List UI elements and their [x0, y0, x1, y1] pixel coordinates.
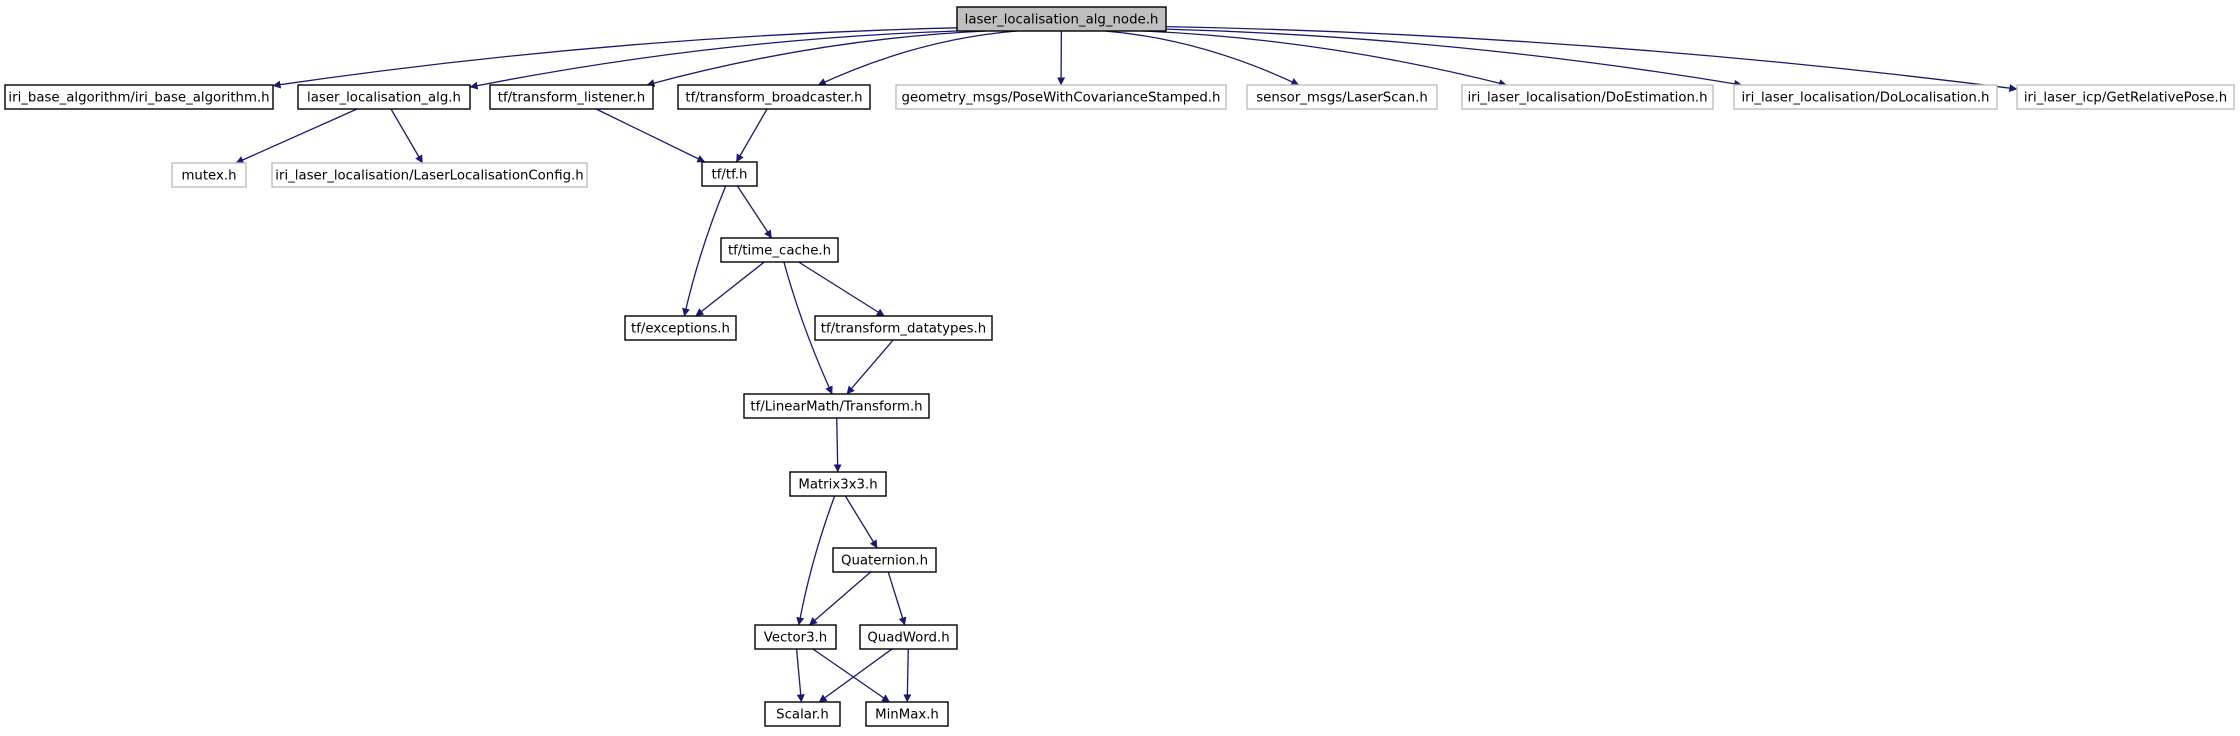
node-exceptions[interactable]: tf/exceptions.h [624, 315, 737, 341]
edge-vector3-to-minmax [812, 648, 890, 703]
node-label: laser_localisation_alg.h [307, 91, 461, 106]
edge-alg-to-mutex [235, 108, 358, 164]
node-box [489, 84, 654, 110]
node-label: iri_laser_localisation/DoLocalisation.h [1741, 91, 1989, 106]
edge-transform-to-matrix [833, 417, 842, 473]
node-box [701, 161, 758, 187]
edge-time_cache-to-exceptions [695, 261, 765, 317]
nodes-layer: laser_localisation_alg_node.h iri_base_al… [4, 6, 2235, 727]
edges-layer [235, 26, 2018, 703]
node-box [754, 624, 837, 650]
edge-tf-to-time_cache [736, 185, 773, 239]
node-label: iri_base_algorithm/iri_base_algorithm.h [8, 91, 269, 106]
node-label: Vector3.h [764, 631, 828, 646]
node-box [2016, 84, 2235, 110]
edge-time_cache-to-transform [783, 261, 833, 395]
edge-alg-to-config [390, 108, 424, 164]
node-box [1733, 84, 1998, 110]
node-label: mutex.h [181, 169, 236, 184]
edge-tf-to-exceptions [682, 185, 727, 317]
node-label: Matrix3x3.h [798, 478, 877, 493]
edge-quadword-to-minmax [903, 648, 912, 703]
node-box [4, 84, 274, 110]
node-tf-broadcaster[interactable]: tf/transform_broadcaster.h [677, 84, 871, 110]
node-label: tf/time_cache.h [728, 244, 831, 259]
edge-datatypes-to-transform [846, 339, 894, 395]
node-label: geometry_msgs/PoseWithCovarianceStamped.… [902, 91, 1221, 106]
node-box [171, 162, 247, 188]
node-datatypes[interactable]: tf/transform_datatypes.h [814, 315, 993, 341]
node-label: tf/exceptions.h [631, 322, 730, 337]
node-label: QuadWord.h [867, 631, 949, 646]
edge-root-to-tf_listener [646, 30, 987, 87]
node-time-cache[interactable]: tf/time_cache.h [720, 237, 839, 263]
node-quadword[interactable]: QuadWord.h [859, 624, 958, 650]
node-box [743, 393, 930, 419]
node-label: MinMax.h [875, 708, 939, 723]
node-box [1461, 84, 1714, 110]
edge-quaternion-to-vector3 [808, 571, 872, 626]
node-label: Quaternion.h [841, 554, 928, 569]
node-box [1246, 84, 1438, 110]
node-box [764, 701, 841, 727]
edge-root-to-do_localisation [1165, 28, 1743, 88]
node-box [297, 84, 471, 110]
edge-matrix-to-vector3 [796, 495, 836, 626]
node-box [865, 701, 949, 727]
node-label: iri_laser_localisation/LaserLocalisation… [275, 169, 583, 184]
node-geometry: geometry_msgs/PoseWithCovarianceStamped.… [895, 84, 1227, 110]
edge-root-to-get_relative_pose [1165, 26, 2018, 93]
node-label: iri_laser_icp/GetRelativePose.h [2024, 91, 2227, 106]
node-box [271, 162, 588, 188]
node-tf[interactable]: tf/tf.h [701, 161, 758, 187]
edge-root-to-sensor [1104, 30, 1300, 86]
node-label: tf/LinearMath/Transform.h [750, 400, 922, 415]
edge-quaternion-to-quadword [887, 571, 907, 626]
node-label: laser_localisation_alg_node.h [965, 13, 1159, 28]
node-label: tf/transform_listener.h [498, 91, 645, 106]
edge-root-to-iri_base [272, 27, 958, 89]
node-alg[interactable]: laser_localisation_alg.h [297, 84, 471, 110]
edge-quadword-to-scalar [818, 648, 893, 703]
node-box [624, 315, 737, 341]
node-box [814, 315, 993, 341]
node-matrix[interactable]: Matrix3x3.h [789, 471, 887, 497]
node-label: iri_laser_localisation/DoEstimation.h [1467, 91, 1707, 106]
node-sensor: sensor_msgs/LaserScan.h [1246, 84, 1438, 110]
edge-root-to-alg [469, 30, 958, 90]
node-get-relative-pose: iri_laser_icp/GetRelativePose.h [2016, 84, 2235, 110]
node-box [720, 237, 839, 263]
node-box [895, 84, 1227, 110]
edge-time_cache-to-datatypes [798, 261, 885, 317]
node-scalar[interactable]: Scalar.h [764, 701, 841, 727]
node-box [956, 6, 1167, 32]
node-quaternion[interactable]: Quaternion.h [832, 547, 937, 573]
node-do-estimation: iri_laser_localisation/DoEstimation.h [1461, 84, 1714, 110]
node-label: tf/transform_broadcaster.h [685, 91, 862, 106]
node-vector3[interactable]: Vector3.h [754, 624, 837, 650]
node-minmax[interactable]: MinMax.h [865, 701, 949, 727]
node-box [859, 624, 958, 650]
node-box [789, 471, 887, 497]
node-label: sensor_msgs/LaserScan.h [1256, 91, 1428, 106]
node-transform[interactable]: tf/LinearMath/Transform.h [743, 393, 930, 419]
node-tf-listener[interactable]: tf/transform_listener.h [489, 84, 654, 110]
edge-matrix-to-quaternion [844, 495, 878, 549]
edge-root-to-tf_broadcaster [817, 30, 1018, 86]
node-label: tf/transform_datatypes.h [821, 322, 986, 337]
node-label: tf/tf.h [712, 168, 748, 183]
node-box [832, 547, 937, 573]
node-mutex: mutex.h [171, 162, 247, 188]
node-do-localisation: iri_laser_localisation/DoLocalisation.h [1733, 84, 1998, 110]
node-box [677, 84, 871, 110]
node-config: iri_laser_localisation/LaserLocalisation… [271, 162, 588, 188]
node-root[interactable]: laser_localisation_alg_node.h [956, 6, 1167, 32]
edge-vector3-to-scalar [795, 648, 805, 703]
node-label: Scalar.h [776, 708, 829, 723]
edge-tf_broadcaster-to-tf [735, 108, 768, 163]
edge-tf_listener-to-tf [595, 108, 706, 163]
edge-root-to-do_estimation [1142, 30, 1507, 88]
node-iri-base[interactable]: iri_base_algorithm/iri_base_algorithm.h [4, 84, 274, 110]
